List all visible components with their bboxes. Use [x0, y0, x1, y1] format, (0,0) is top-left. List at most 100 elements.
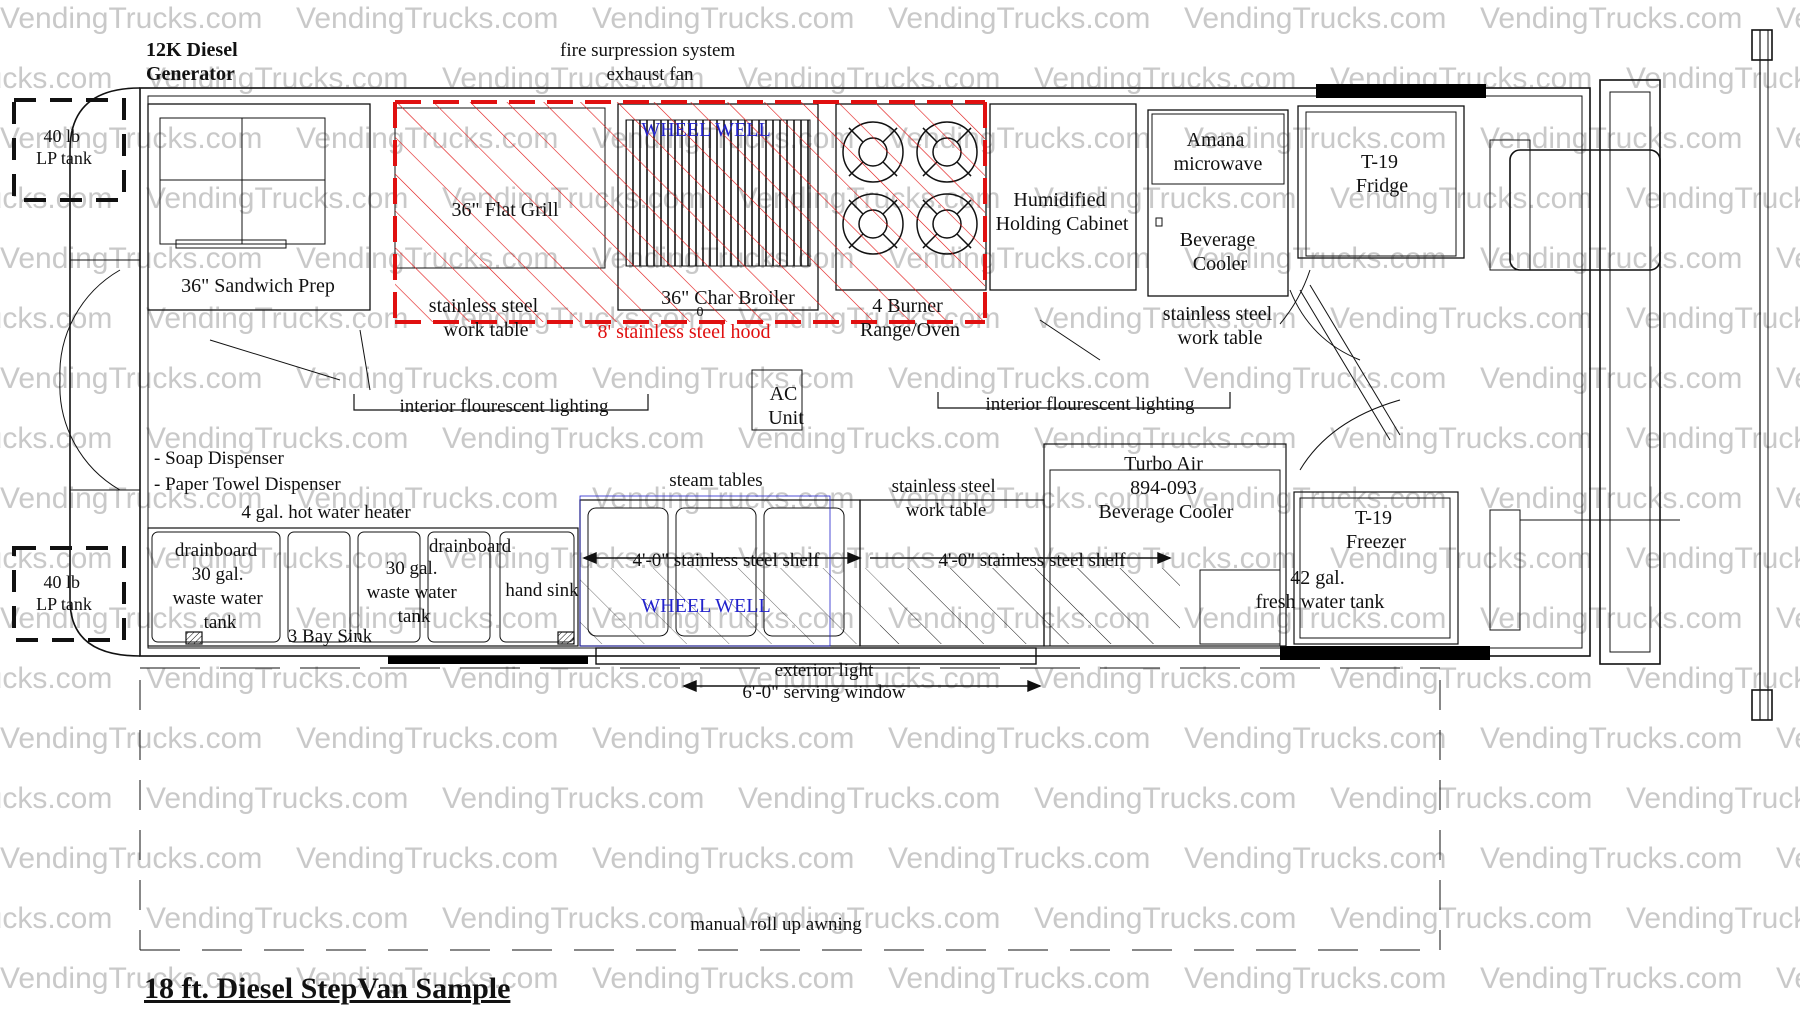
work-table-left-label: stainless steel work table — [429, 295, 543, 341]
flat-grill-label: 36" Flat Grill — [451, 199, 558, 221]
watermark-text: VendingTrucks.com — [1776, 842, 1800, 875]
watermark-text: VendingTrucks.com — [0, 362, 262, 395]
watermark-text: VendingTrucks.com — [1330, 662, 1592, 695]
work-table-right-label: stainless steel work table — [1163, 303, 1277, 349]
watermark-text: VendingTrucks.com — [0, 2, 262, 35]
serving-window-label: 6'-0" serving window — [742, 682, 905, 703]
watermark-text: VendingTrucks.com — [1184, 122, 1446, 155]
watermark-text: VendingTrucks.com — [1776, 962, 1800, 995]
lighting-left-label: interior flourescent lighting — [400, 396, 609, 417]
watermark-text: VendingTrucks.com — [296, 962, 558, 995]
watermark-text: VendingTrucks.com — [1626, 302, 1800, 335]
watermark-text: VendingTrucks.com — [442, 782, 704, 815]
shelf-right-label: 4'-0" stainless steel shelf — [939, 550, 1127, 571]
steam-tables-label: steam tables — [669, 470, 762, 491]
wheel-well-bottom-label: WHEEL WELL — [641, 595, 770, 617]
watermark-text: VendingTrucks.com — [296, 602, 558, 635]
watermark-text: VendingTrucks.com — [1626, 662, 1800, 695]
watermark-text: VendingTrucks.com — [888, 722, 1150, 755]
fire-suppression-label: fire surpression system exhaust fan — [560, 40, 740, 85]
watermark-text: VendingTrucks.com — [1330, 422, 1592, 455]
lp-tank-top-label: 40 lb LP tank — [36, 126, 92, 168]
truck-body — [59, 29, 1773, 721]
microwave-cooler — [1147, 109, 1289, 297]
serving-window — [595, 647, 1037, 665]
freezer — [1293, 491, 1459, 645]
burner-symbol: 0 — [697, 305, 704, 320]
watermark-text: VendingTrucks.com — [888, 842, 1150, 875]
sandwich-prep — [147, 103, 371, 311]
shelf-arrows — [582, 551, 1172, 693]
hand-sink-label: hand sink — [505, 580, 579, 601]
watermark-text: VendingTrucks.com — [296, 842, 558, 875]
shelf-left-label: 4'-0" stainless steel shelf — [633, 550, 821, 571]
watermark-text: VendingTrucks.com — [738, 902, 1000, 935]
fridge — [1297, 105, 1465, 259]
hood — [393, 100, 987, 324]
watermark-text: VendingTrucks.com — [888, 962, 1150, 995]
watermark-text: VendingTrucks.com — [738, 62, 1000, 95]
watermark-text: VendingTrucks.com — [592, 722, 854, 755]
watermark-text: VendingTrucks.com — [1480, 842, 1742, 875]
watermark-text: VendingTrucks.com — [738, 422, 1000, 455]
watermark-text: VendingTrucks.com — [296, 722, 558, 755]
watermark-text: VendingTrucks.com — [146, 662, 408, 695]
watermark-text: VendingTrucks.com — [592, 962, 854, 995]
watermark-text: VendingTrucks.com — [1034, 662, 1296, 695]
holding-cabinet-label: Humidified Holding Cabinet — [996, 189, 1129, 235]
freezer-label: T-19 Freezer — [1346, 507, 1406, 553]
lp-tank-bottom — [12, 546, 126, 642]
lighting-brackets — [353, 369, 1231, 431]
driver-seat — [1509, 149, 1661, 271]
watermark-text: VendingTrucks.com — [1184, 842, 1446, 875]
lp-tank-top — [12, 98, 126, 202]
watermark-text: VendingTrucks.com — [1330, 182, 1592, 215]
black-bars — [388, 84, 1490, 664]
awning-label: manual roll up awning — [690, 914, 862, 935]
wheel-well-top-label: WHEEL WELL — [641, 119, 770, 141]
microwave-label: Amana microwave — [1174, 129, 1263, 175]
watermark-text: VendingTrucks.com — [1776, 122, 1800, 155]
watermark-text: VendingTrucks.com — [296, 362, 558, 395]
rear-door-arc-bottom — [59, 379, 121, 491]
watermark-text: VendingTrucks.com — [0, 182, 112, 215]
watermark-text: VendingTrucks.com — [1626, 62, 1800, 95]
watermark-text: VendingTrucks.com — [0, 242, 262, 275]
watermark-text: VendingTrucks.com — [1034, 782, 1296, 815]
watermark-text: VendingTrucks.com — [1626, 182, 1800, 215]
hand-sink — [499, 531, 575, 643]
watermark-text: VendingTrucks.com — [1034, 902, 1296, 935]
watermark-text: VendingTrucks.com — [0, 902, 112, 935]
lp-tank-bottom-label: 40 lb LP tank — [36, 572, 92, 614]
watermark-text: VendingTrucks.com — [442, 662, 704, 695]
watermark-text: VendingTrucks.com — [1626, 422, 1800, 455]
waste-tank-left-label: 30 gal. waste water tank — [173, 564, 268, 633]
hood-label: 8' stainless steel hood — [597, 321, 770, 343]
watermark-text: VendingTrucks.com — [1184, 362, 1446, 395]
watermark-text: VendingTrucks.com — [1776, 242, 1800, 275]
watermark-text: VendingTrucks.com — [592, 2, 854, 35]
lighting-right — [937, 392, 1231, 409]
watermark-text: VendingTrucks.com — [1330, 782, 1592, 815]
watermark-text: VendingTrucks.com — [0, 302, 112, 335]
watermark-text: VendingTrucks.com — [1480, 962, 1742, 995]
watermark-text: VendingTrucks.com — [0, 122, 262, 155]
watermark-text: VendingTrucks.com — [592, 362, 854, 395]
waste-tank-right-label: 30 gal. waste water tank — [367, 558, 462, 627]
shelf-hatch — [880, 568, 1180, 644]
watermark-text: VendingTrucks.com — [442, 62, 704, 95]
watermark-text: VendingTrucks.com — [888, 362, 1150, 395]
ac-unit-label: AC Unit — [768, 383, 804, 429]
watermark-text: VendingTrucks.com — [0, 962, 262, 995]
watermark-text: VendingTrucks.com — [146, 782, 408, 815]
rear-wall — [69, 87, 141, 657]
watermark-text: VendingTrucks.com — [296, 2, 558, 35]
three-bay-sink-label: 3 Bay Sink — [288, 626, 373, 647]
watermark-text: VendingTrucks.com — [1184, 2, 1446, 35]
watermark-text: VendingTrucks.com — [738, 782, 1000, 815]
watermark-text: VendingTrucks.com — [1480, 722, 1742, 755]
watermark-text: VendingTrucks.com — [0, 722, 262, 755]
